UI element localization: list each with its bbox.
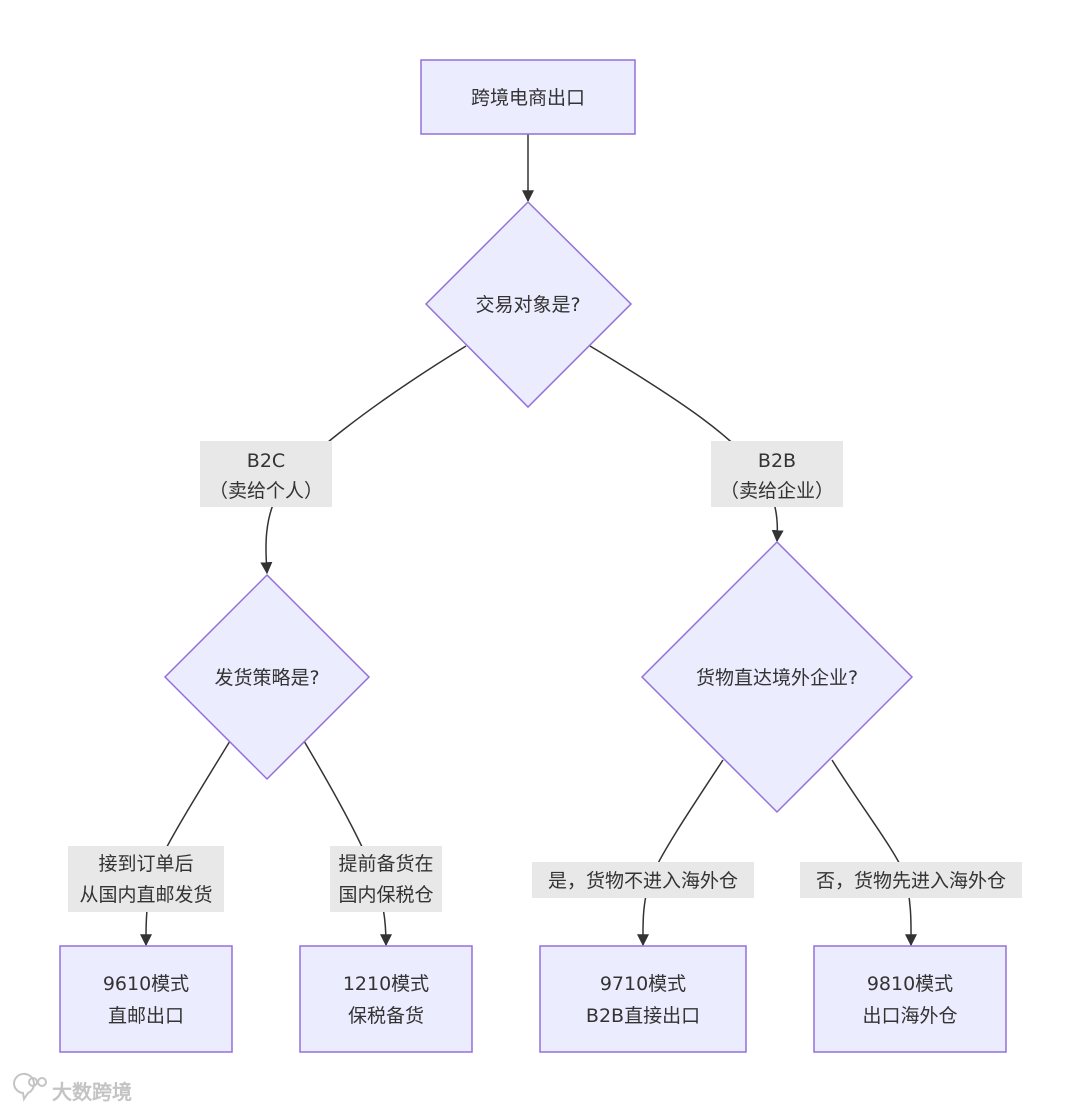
edge-label-stock-ahead: 提前备货在 国内保税仓 [330, 846, 442, 912]
edge-label-b2c-line-2: （卖给个人） [209, 480, 323, 502]
node-start-label: 跨境电商出口 [471, 87, 585, 109]
node-mode-9710-line-2: B2B直接出口 [586, 1005, 700, 1027]
decision-shipping: 发货策略是? [163, 573, 371, 781]
edge-label-after-order-line-2: 从国内直邮发货 [79, 884, 212, 906]
node-mode-9810: 9810模式 出口海外仓 [813, 945, 1007, 1053]
edge-label-b2b: B2B （卖给企业） [711, 441, 843, 507]
edge-label-b2b-line-2: （卖给企业） [720, 480, 834, 502]
node-start: 跨境电商出口 [420, 59, 636, 135]
edge-label-b2b-line-1: B2B [758, 450, 796, 472]
watermark-text: 大数跨境 [52, 1080, 132, 1104]
decision-direct-label: 货物直达境外企业? [696, 667, 858, 689]
edge-label-after-order: 接到订单后 从国内直邮发货 [68, 846, 224, 912]
node-mode-9810-line-1: 9810模式 [867, 973, 953, 995]
edge-label-yes-direct-text: 是，货物不进入海外仓 [548, 870, 738, 892]
node-mode-9710: 9710模式 B2B直接出口 [539, 945, 747, 1053]
edge-direct-to-9710 [636, 759, 724, 947]
edge-label-stock-ahead-line-2: 国内保税仓 [338, 884, 433, 906]
edge-label-b2c: B2C （卖给个人） [200, 441, 332, 507]
node-mode-9610-line-2: 直邮出口 [108, 1005, 184, 1027]
edge-shipping-to-1210 [303, 740, 392, 947]
node-mode-9710-line-1: 9710模式 [600, 973, 686, 995]
edge-label-no-overseas-text: 否，货物先进入海外仓 [816, 870, 1006, 892]
edge-label-stock-ahead-line-1: 提前备货在 [338, 853, 433, 875]
node-mode-1210-line-1: 1210模式 [343, 973, 429, 995]
decision-shipping-label: 发货策略是? [214, 667, 319, 689]
edge-shipping-to-9610 [139, 740, 231, 947]
edge-label-b2c-line-1: B2C [247, 450, 285, 472]
edge-label-no-overseas: 否，货物先进入海外仓 [800, 862, 1022, 898]
node-mode-9810-line-2: 出口海外仓 [862, 1005, 957, 1027]
decision-direct: 货物直达境外企业? [640, 540, 914, 814]
node-mode-1210-line-2: 保税备货 [348, 1005, 424, 1027]
decision-target-label: 交易对象是? [475, 294, 580, 316]
node-mode-9610-line-1: 9610模式 [103, 973, 189, 995]
node-mode-1210: 1210模式 保税备货 [299, 945, 473, 1053]
watermark: 大数跨境 [12, 1072, 132, 1104]
node-mode-9610: 9610模式 直邮出口 [59, 945, 233, 1053]
edge-label-yes-direct: 是，货物不进入海外仓 [532, 862, 754, 898]
edge-label-after-order-line-1: 接到订单后 [98, 853, 193, 875]
edge-direct-to-9810 [831, 759, 918, 947]
decision-target: 交易对象是? [424, 200, 633, 409]
speech-bubbles-logo-icon [12, 1072, 47, 1102]
